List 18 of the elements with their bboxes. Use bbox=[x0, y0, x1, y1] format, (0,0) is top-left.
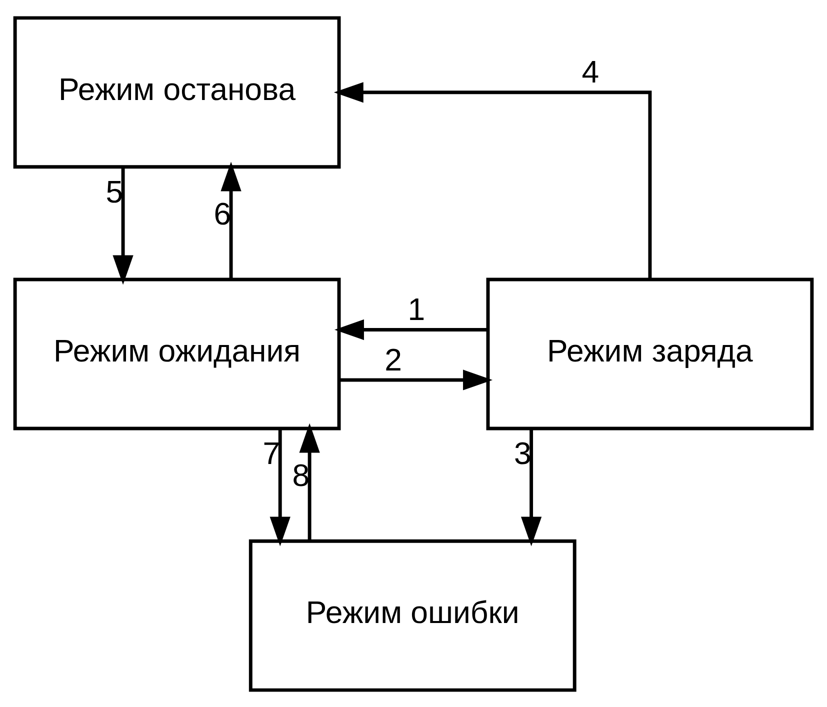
edge-label: 5 bbox=[106, 174, 124, 209]
edge-label: 2 bbox=[384, 342, 402, 377]
arrow bbox=[220, 161, 242, 279]
node-box: Режим останова bbox=[13, 16, 341, 168]
edge-label: 7 bbox=[262, 436, 280, 471]
edge-label: 4 bbox=[582, 54, 600, 90]
edge-label: 1 bbox=[408, 292, 426, 327]
edge-label: 6 bbox=[214, 196, 232, 232]
arrow bbox=[339, 369, 493, 390]
arrow bbox=[334, 82, 652, 279]
edge-label: 8 bbox=[292, 458, 310, 493]
node-box: Режим ошибки bbox=[248, 538, 576, 692]
arrow bbox=[299, 422, 320, 540]
node-box: Режим заряда bbox=[486, 277, 814, 430]
node-box: Режим ожидания bbox=[13, 277, 341, 430]
arrow bbox=[334, 318, 488, 340]
arrow bbox=[112, 166, 134, 284]
arrow bbox=[270, 428, 290, 546]
